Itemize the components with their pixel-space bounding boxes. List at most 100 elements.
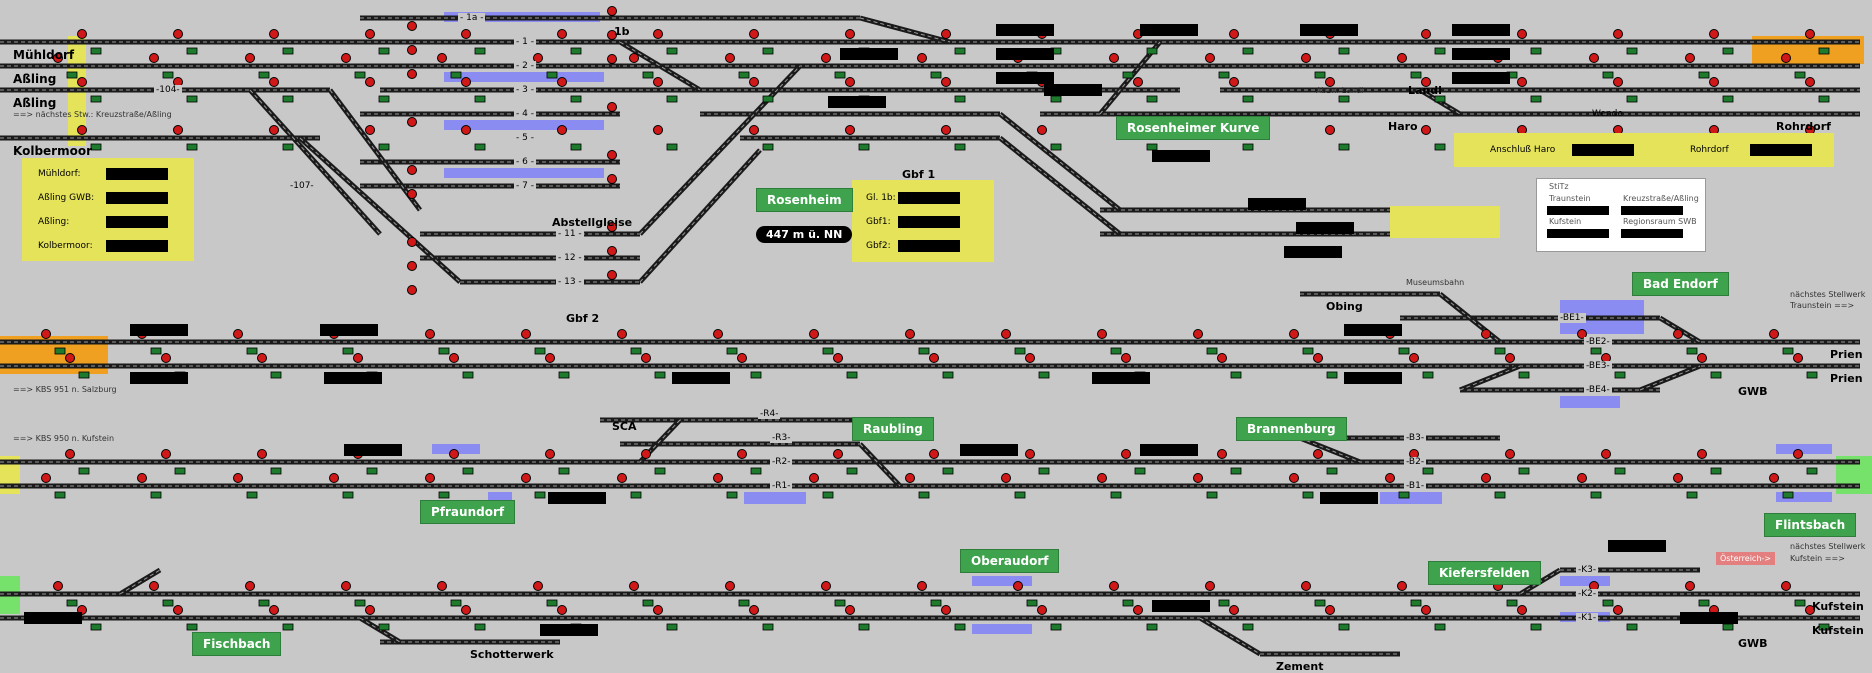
signal-red-icon[interactable] xyxy=(1133,77,1143,87)
station-label-raubling[interactable]: Raubling xyxy=(852,417,934,441)
signal-red-icon[interactable] xyxy=(1097,473,1107,483)
signal-red-icon[interactable] xyxy=(1793,449,1803,459)
signal-red-icon[interactable] xyxy=(1325,605,1335,615)
signal-red-icon[interactable] xyxy=(269,605,279,615)
signal-red-icon[interactable] xyxy=(1577,329,1587,339)
signal-green-icon[interactable] xyxy=(1122,71,1134,79)
signal-red-icon[interactable] xyxy=(725,53,735,63)
signal-green-icon[interactable] xyxy=(1050,95,1062,103)
signal-red-icon[interactable] xyxy=(821,53,831,63)
signal-green-icon[interactable] xyxy=(450,599,462,607)
signal-red-icon[interactable] xyxy=(821,581,831,591)
occupied-section[interactable] xyxy=(1776,444,1832,454)
signal-red-icon[interactable] xyxy=(449,449,459,459)
signal-red-icon[interactable] xyxy=(617,473,627,483)
signal-red-icon[interactable] xyxy=(653,29,663,39)
signal-green-icon[interactable] xyxy=(282,95,294,103)
signal-red-icon[interactable] xyxy=(845,125,855,135)
signal-green-icon[interactable] xyxy=(666,47,678,55)
signal-red-icon[interactable] xyxy=(941,125,951,135)
signal-green-icon[interactable] xyxy=(1230,371,1242,379)
signal-red-icon[interactable] xyxy=(461,29,471,39)
signal-red-icon[interactable] xyxy=(65,449,75,459)
signal-green-icon[interactable] xyxy=(1314,599,1326,607)
track-label[interactable]: - 4 - xyxy=(514,109,536,119)
signal-red-icon[interactable] xyxy=(1697,449,1707,459)
signal-red-icon[interactable] xyxy=(713,329,723,339)
signal-red-icon[interactable] xyxy=(1109,581,1119,591)
signal-green-icon[interactable] xyxy=(750,467,762,475)
signal-red-icon[interactable] xyxy=(845,29,855,39)
signal-green-icon[interactable] xyxy=(954,47,966,55)
signal-green-icon[interactable] xyxy=(942,371,954,379)
signal-green-icon[interactable] xyxy=(1626,95,1638,103)
signal-green-icon[interactable] xyxy=(1242,623,1254,631)
signal-green-icon[interactable] xyxy=(1530,47,1542,55)
signal-red-icon[interactable] xyxy=(1325,77,1335,87)
signal-green-icon[interactable] xyxy=(1218,599,1230,607)
track-label[interactable]: -BE1- xyxy=(1558,313,1586,323)
signal-red-icon[interactable] xyxy=(353,353,363,363)
signal-red-icon[interactable] xyxy=(653,605,663,615)
signal-green-icon[interactable] xyxy=(1626,623,1638,631)
signal-green-icon[interactable] xyxy=(78,371,90,379)
signal-green-icon[interactable] xyxy=(630,347,642,355)
track-label[interactable]: -R1- xyxy=(770,481,793,491)
signal-green-icon[interactable] xyxy=(822,491,834,499)
signal-green-icon[interactable] xyxy=(342,491,354,499)
signal-green-icon[interactable] xyxy=(954,623,966,631)
signal-red-icon[interactable] xyxy=(1589,53,1599,63)
signal-green-icon[interactable] xyxy=(1026,599,1038,607)
occupied-section[interactable] xyxy=(488,492,512,502)
signal-green-icon[interactable] xyxy=(1122,599,1134,607)
signal-green-icon[interactable] xyxy=(1302,491,1314,499)
signal-red-icon[interactable] xyxy=(407,189,417,199)
signal-green-icon[interactable] xyxy=(1242,143,1254,151)
signal-green-icon[interactable] xyxy=(1602,71,1614,79)
signal-red-icon[interactable] xyxy=(1685,53,1695,63)
signal-red-icon[interactable] xyxy=(1673,329,1683,339)
signal-red-icon[interactable] xyxy=(1781,581,1791,591)
signal-red-icon[interactable] xyxy=(1421,125,1431,135)
signal-red-icon[interactable] xyxy=(941,605,951,615)
occupied-section[interactable] xyxy=(1560,396,1620,408)
signal-red-icon[interactable] xyxy=(929,449,939,459)
station-label-flintsbach[interactable]: Flintsbach xyxy=(1764,513,1857,537)
signal-red-icon[interactable] xyxy=(1517,605,1527,615)
signal-red-icon[interactable] xyxy=(461,77,471,87)
signal-red-icon[interactable] xyxy=(1601,449,1611,459)
signal-red-icon[interactable] xyxy=(1289,473,1299,483)
signal-green-icon[interactable] xyxy=(1518,467,1530,475)
signal-red-icon[interactable] xyxy=(269,77,279,87)
signal-green-icon[interactable] xyxy=(726,491,738,499)
signal-green-icon[interactable] xyxy=(1230,467,1242,475)
signal-red-icon[interactable] xyxy=(1289,329,1299,339)
signal-green-icon[interactable] xyxy=(90,47,102,55)
signal-red-icon[interactable] xyxy=(1769,473,1779,483)
signal-green-icon[interactable] xyxy=(546,71,558,79)
signal-green-icon[interactable] xyxy=(150,347,162,355)
signal-red-icon[interactable] xyxy=(607,6,617,16)
track-label[interactable]: -K2- xyxy=(1576,589,1599,599)
signal-green-icon[interactable] xyxy=(1530,95,1542,103)
station-label-rosenheimer-kurve[interactable]: Rosenheimer Kurve xyxy=(1116,116,1271,140)
signal-green-icon[interactable] xyxy=(378,623,390,631)
signal-red-icon[interactable] xyxy=(641,449,651,459)
signal-red-icon[interactable] xyxy=(1517,29,1527,39)
signal-red-icon[interactable] xyxy=(629,581,639,591)
signal-green-icon[interactable] xyxy=(162,71,174,79)
occupied-section[interactable] xyxy=(444,120,604,130)
signal-green-icon[interactable] xyxy=(462,467,474,475)
track-label[interactable]: -104- xyxy=(154,85,182,95)
signal-green-icon[interactable] xyxy=(1818,623,1830,631)
signal-red-icon[interactable] xyxy=(607,174,617,184)
signal-red-icon[interactable] xyxy=(173,29,183,39)
signal-green-icon[interactable] xyxy=(822,347,834,355)
signal-red-icon[interactable] xyxy=(149,581,159,591)
signal-red-icon[interactable] xyxy=(269,29,279,39)
signal-red-icon[interactable] xyxy=(1229,605,1239,615)
signal-green-icon[interactable] xyxy=(186,47,198,55)
track-label[interactable]: -B1- xyxy=(1404,481,1427,491)
signal-green-icon[interactable] xyxy=(342,347,354,355)
signal-green-icon[interactable] xyxy=(762,143,774,151)
